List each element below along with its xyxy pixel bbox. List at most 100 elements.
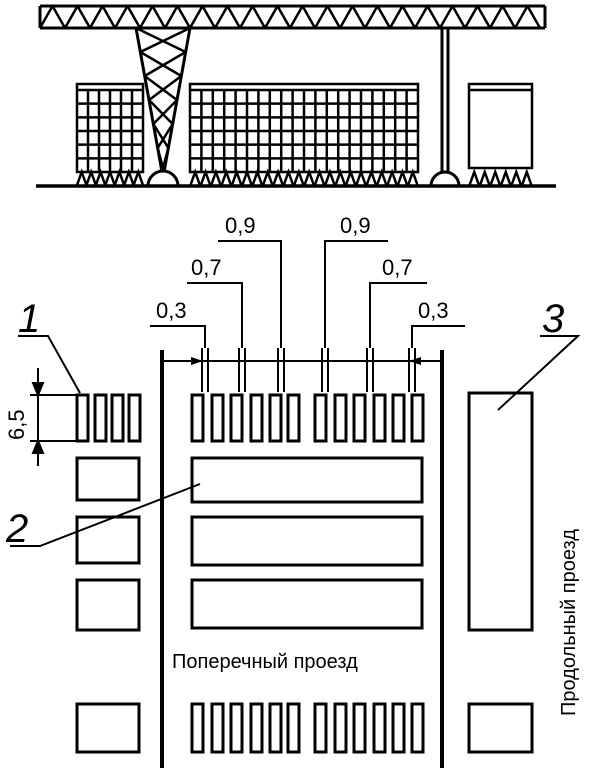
truss-member	[301, 5, 317, 29]
support-foot	[510, 168, 523, 187]
height-dimension-6-5	[30, 368, 80, 466]
truss-member	[38, 5, 54, 29]
support-foot	[303, 168, 316, 187]
cassette-slot	[333, 393, 348, 443]
truss-member	[338, 5, 354, 29]
support-foot	[240, 168, 254, 187]
transverse-passage-label: Поперечный проезд	[172, 651, 358, 673]
cassette-slot	[229, 702, 244, 754]
cassette-slot	[333, 702, 348, 754]
truss-member	[476, 5, 492, 29]
truss-member	[526, 5, 542, 29]
cassette-slot	[391, 393, 406, 443]
dim-0-3-right: 0,3	[418, 298, 449, 323]
panel-stack-middle	[188, 82, 420, 187]
cassette-slot	[190, 702, 205, 754]
crane-bridge-truss	[38, 4, 547, 30]
truss-member	[363, 5, 379, 29]
leg-brace	[148, 99, 174, 125]
leg-brace	[152, 123, 170, 149]
dim-0-7-right: 0,7	[382, 255, 413, 280]
callout-leaders	[10, 335, 581, 547]
cassette-slot	[410, 393, 425, 443]
truss-member	[263, 5, 279, 29]
dim-0-9-right: 0,9	[340, 213, 371, 238]
truss-member	[176, 5, 192, 29]
cassette-slot	[286, 393, 301, 443]
truss-member	[313, 5, 329, 29]
support-foot	[365, 168, 378, 187]
crane-right-leg	[429, 28, 461, 188]
longitudinal-passage-label: Продольный проезд	[558, 529, 580, 716]
truss-member	[488, 5, 504, 29]
cassette-slot	[391, 702, 406, 754]
truss-member	[138, 5, 154, 29]
support-foot	[385, 168, 399, 187]
leg-brace	[156, 123, 174, 149]
cassette-slot	[352, 702, 367, 754]
support-foot	[113, 168, 126, 187]
leg-brace	[139, 50, 182, 78]
support-foot	[199, 168, 212, 187]
truss-member	[151, 5, 167, 29]
support-foot	[271, 168, 285, 187]
cassette-slot	[268, 702, 283, 754]
support-foot	[313, 168, 326, 187]
cassette-slot	[352, 393, 367, 443]
truss-member	[376, 5, 392, 29]
truss-member	[201, 5, 217, 29]
cassette-slot	[268, 393, 283, 443]
leg-brace	[160, 147, 170, 173]
cassette-slot	[313, 702, 328, 754]
support-foot	[261, 168, 274, 187]
truss-member	[238, 5, 254, 29]
support-foot	[75, 168, 88, 187]
callout-3: 3	[542, 297, 564, 341]
dim-0-9-left: 0,9	[225, 213, 256, 238]
support-foot	[375, 168, 388, 187]
dim-0-3-left: 0,3	[156, 298, 187, 323]
support-foot	[468, 168, 481, 187]
cassette-slot	[229, 393, 244, 443]
callout-1: 1	[18, 297, 40, 341]
support-foot	[103, 168, 117, 187]
leg-brace	[144, 50, 187, 78]
cassette-slot	[372, 702, 387, 754]
cassette-slot	[313, 393, 328, 443]
support-foot	[478, 168, 491, 187]
cassette-slot	[190, 393, 205, 443]
support-foot	[251, 168, 264, 187]
truss-member	[326, 5, 342, 29]
cassette-slot	[410, 702, 425, 754]
truss-member	[463, 5, 479, 29]
dim-0-7-left: 0,7	[191, 255, 222, 280]
support-foot	[396, 168, 409, 187]
leg-brace	[148, 74, 183, 102]
callout-2: 2	[5, 507, 28, 551]
support-foot	[230, 168, 243, 187]
support-foot	[344, 168, 357, 187]
crane-left-leg	[134, 26, 192, 188]
panel-stack-left	[75, 82, 145, 187]
truss-member	[451, 5, 467, 29]
support-foot	[282, 168, 295, 187]
truss-member	[413, 5, 429, 29]
block-right	[467, 82, 534, 187]
truss-member	[63, 5, 79, 29]
truss-member	[251, 5, 267, 29]
support-foot	[323, 168, 337, 187]
support-foot	[292, 168, 305, 187]
support-foot	[189, 168, 202, 187]
right-column-stacks	[467, 391, 534, 754]
support-foot	[520, 168, 533, 187]
truss-member	[188, 5, 204, 29]
leg-brace	[143, 74, 178, 102]
truss-member	[76, 5, 92, 29]
cassette-slot	[210, 393, 225, 443]
middle-horizontal-stacks	[190, 456, 424, 630]
left-column-stacks	[75, 393, 142, 754]
truss-member	[501, 5, 517, 29]
middle-cassettes-bottom	[190, 702, 425, 754]
plan-view	[10, 240, 581, 768]
truss-member	[113, 5, 129, 29]
